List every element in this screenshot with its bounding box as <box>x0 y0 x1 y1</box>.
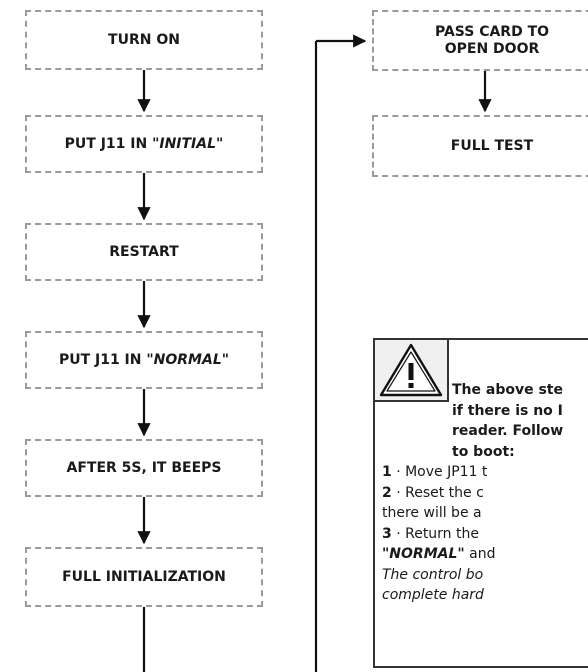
step-full-test-label: FULL TEST <box>450 137 534 154</box>
step-turn-on-label: TURN ON <box>108 31 180 48</box>
step-put-j11-initial: PUT J11 IN "INITIAL" <box>25 115 263 173</box>
step-put-j11-normal-label: PUT J11 IN "NORMAL" <box>58 351 230 368</box>
step-full-initialization: FULL INITIALIZATION <box>25 547 263 607</box>
warning-icon-box <box>373 338 449 402</box>
note-step-2: 2 · Reset the c <box>382 484 484 501</box>
note-italic-2: complete hard <box>382 587 484 603</box>
step-pass-card-label: PASS CARD TO OPEN DOOR <box>434 23 550 57</box>
note-step-3-cont: "NORMAL" and <box>382 546 496 562</box>
step-restart: RESTART <box>25 223 263 281</box>
step-full-test: FULL TEST <box>372 115 588 177</box>
step-turn-on: TURN ON <box>25 10 263 70</box>
step-put-j11-initial-label: PUT J11 IN "INITIAL" <box>64 135 224 152</box>
step-pass-card: PASS CARD TO OPEN DOOR <box>372 10 588 71</box>
note-step-3: 3 · Return the <box>382 525 479 542</box>
note-italic-1: The control bo <box>382 566 484 583</box>
step-put-j11-normal: PUT J11 IN "NORMAL" <box>25 331 263 389</box>
warning-note-title: The above ste if there is no I reader. F… <box>452 382 564 460</box>
warning-note-text: The above ste if there is no I reader. F… <box>382 380 588 606</box>
step-full-initialization-label: FULL INITIALIZATION <box>62 568 226 585</box>
step-beeps: AFTER 5S, IT BEEPS <box>25 439 263 497</box>
step-beeps-label: AFTER 5S, IT BEEPS <box>66 459 222 476</box>
step-restart-label: RESTART <box>109 243 179 260</box>
note-step-1: 1 · Move JP11 t <box>382 464 488 480</box>
note-step-2-cont: there will be a <box>382 505 482 521</box>
warning-triangle-icon <box>379 343 443 397</box>
